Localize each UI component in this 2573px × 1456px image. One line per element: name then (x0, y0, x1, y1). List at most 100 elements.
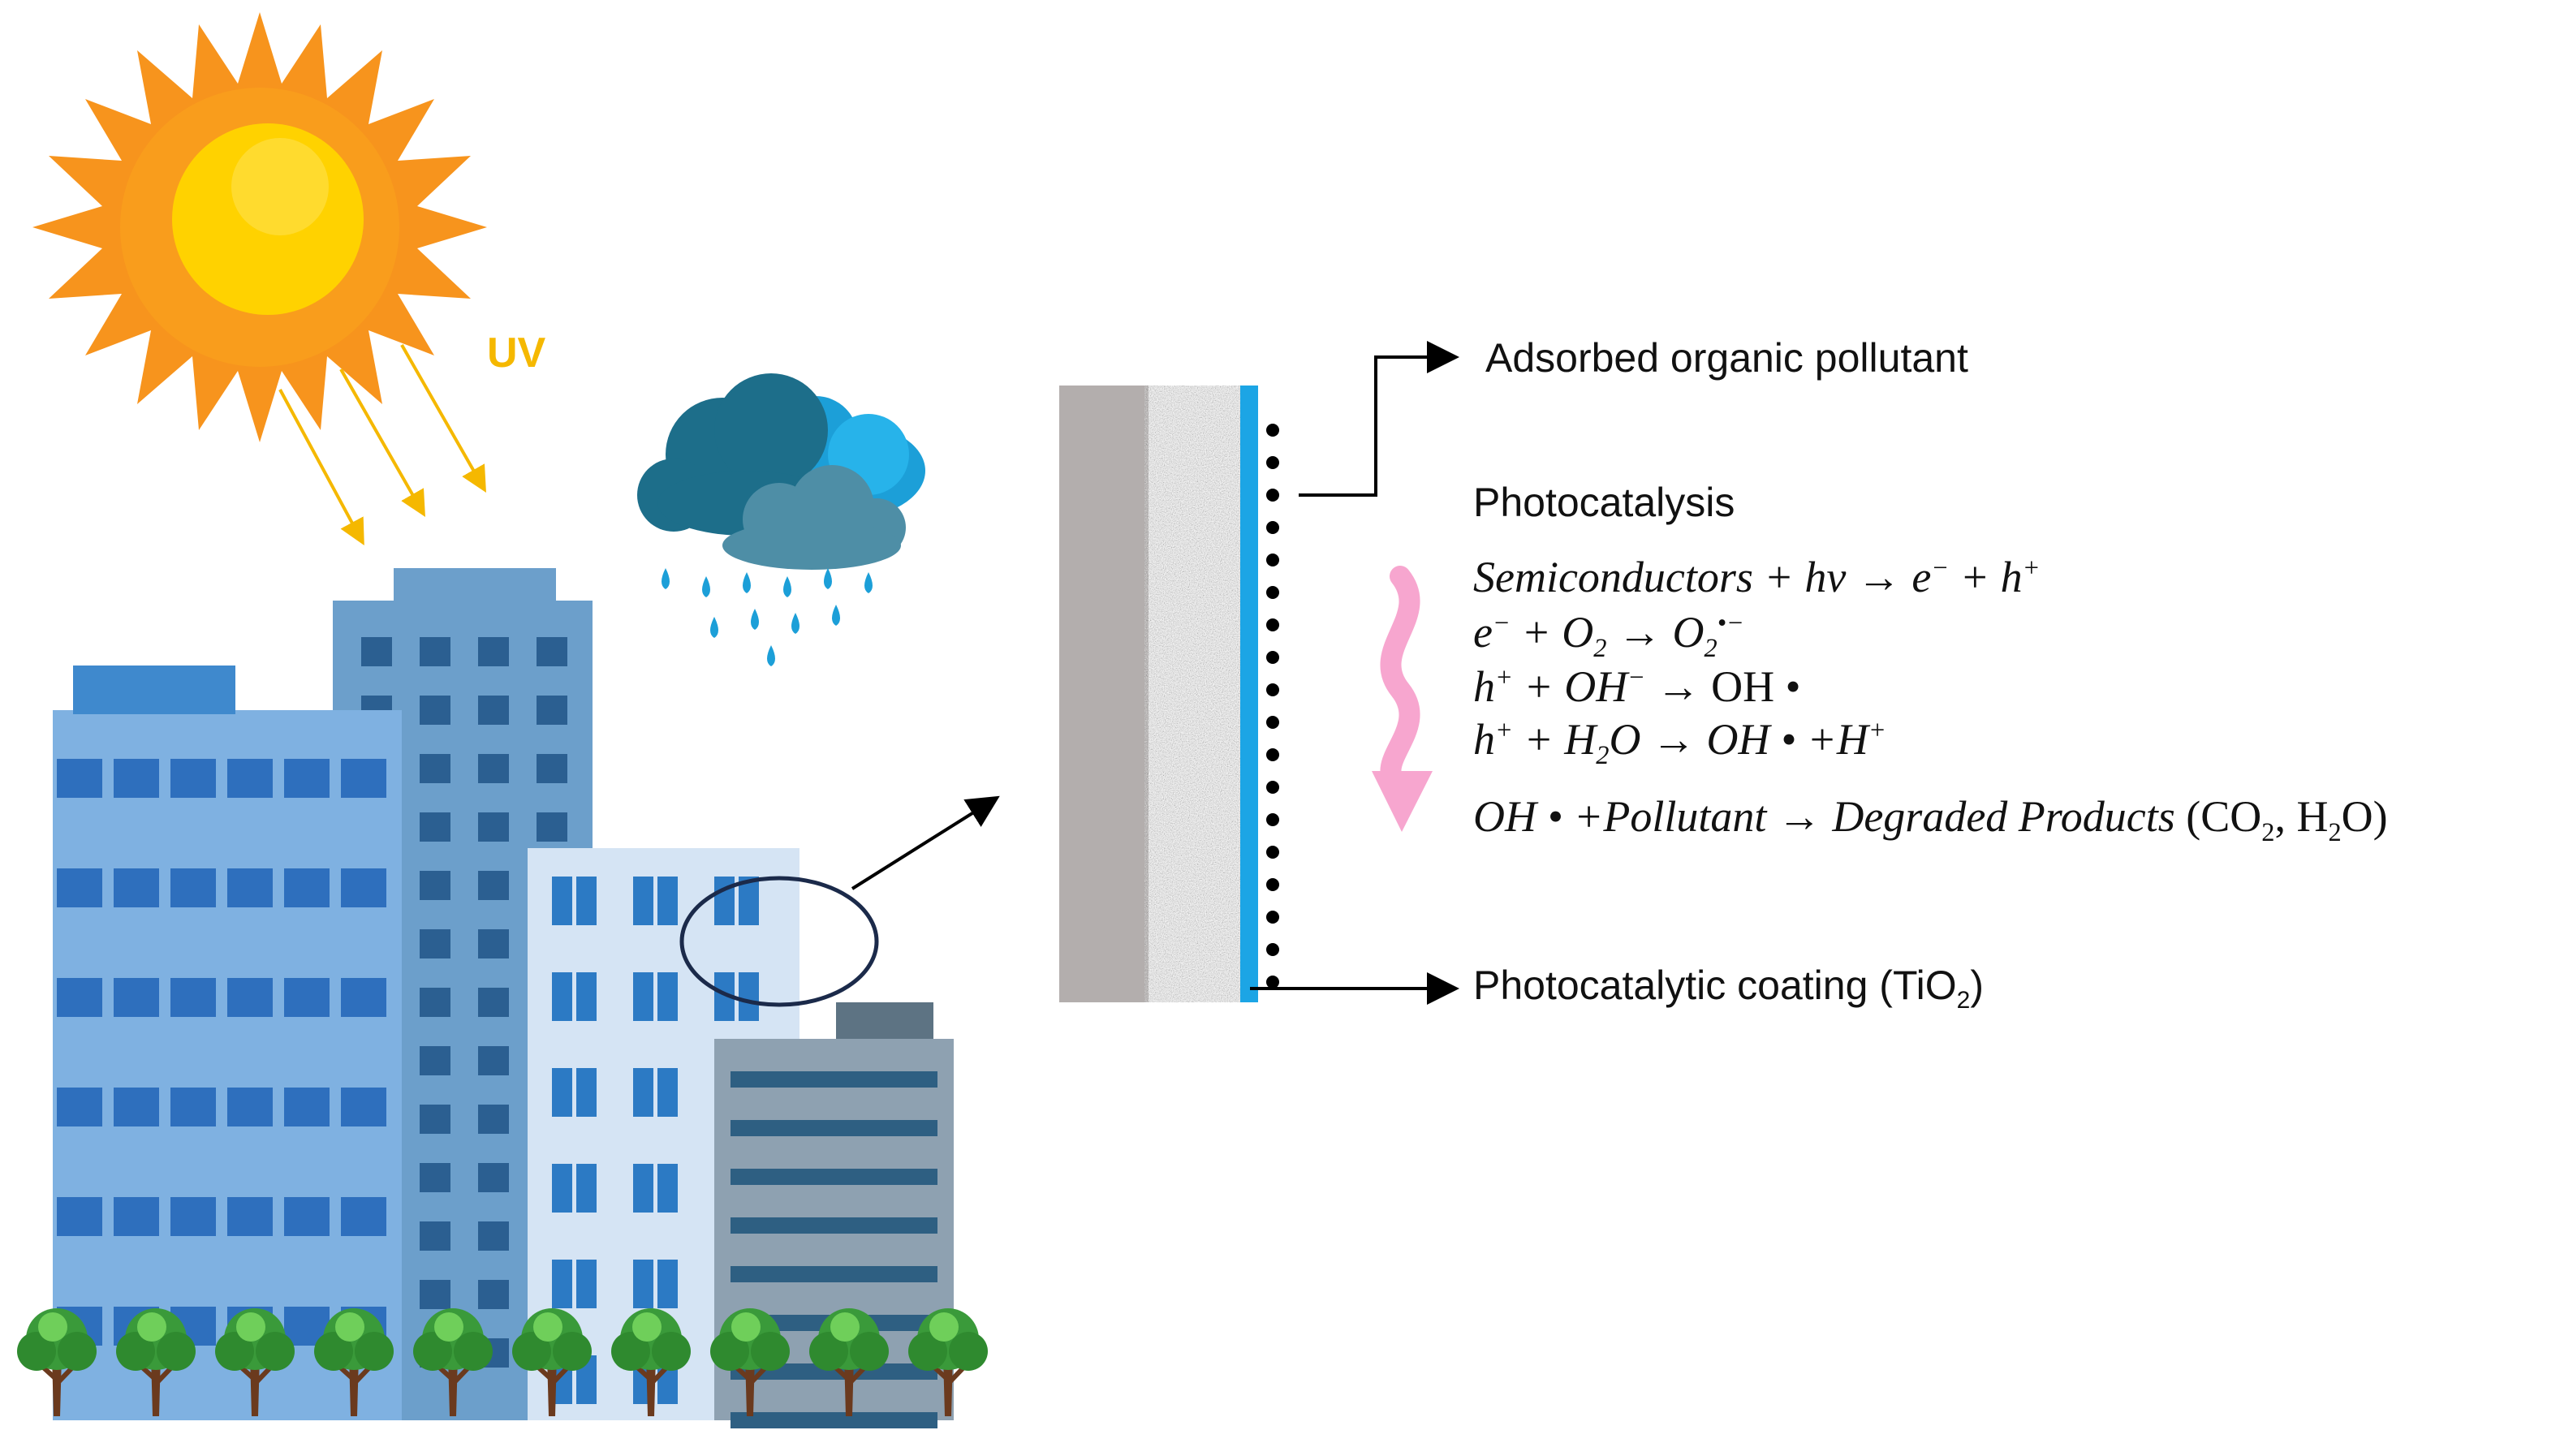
tree-icon (17, 1308, 97, 1416)
tree-icon (512, 1308, 592, 1416)
window (57, 868, 102, 907)
window (478, 871, 509, 900)
window (478, 696, 509, 725)
window (341, 868, 386, 907)
window (284, 759, 330, 798)
window (420, 871, 450, 900)
window (284, 1197, 330, 1236)
window (633, 877, 653, 925)
window (576, 877, 597, 925)
window (227, 978, 273, 1017)
pollutant-dot (1266, 813, 1279, 826)
window (57, 1197, 102, 1236)
pollutant-dots (1266, 424, 1279, 989)
window (227, 1197, 273, 1236)
window (576, 1164, 597, 1213)
pollutant-dot (1266, 521, 1279, 534)
window (576, 972, 597, 1021)
building-front-left (53, 666, 402, 1420)
window (341, 1088, 386, 1126)
photocatalytic-coating-label: Photocatalytic coating (TiO2) (1473, 963, 1984, 1014)
window (478, 1280, 509, 1309)
window (341, 759, 386, 798)
window (114, 1088, 159, 1126)
window (114, 978, 159, 1017)
equation-4: h+ + H2O → OH • +H+ (1473, 715, 1886, 770)
window-strip (731, 1120, 937, 1136)
window (227, 1088, 273, 1126)
sun-icon (32, 12, 487, 442)
pollutant-dot (1266, 846, 1279, 859)
window (576, 1068, 597, 1117)
tree-icon (908, 1308, 988, 1416)
tree-row (17, 1308, 988, 1416)
window (537, 754, 567, 783)
window (227, 868, 273, 907)
window (552, 1260, 572, 1308)
window (478, 754, 509, 783)
equation-3: h+ + OH− → OH • (1473, 662, 1801, 711)
adsorbed-pollutant-label: Adsorbed organic pollutant (1485, 335, 1968, 381)
equation-2: e− + O2 → O2•− (1473, 608, 1744, 663)
equation-1: Semiconductors + hv → e− + h+ (1473, 553, 2041, 601)
window (633, 1260, 653, 1308)
rain-cloud-icon (637, 373, 925, 666)
window (170, 978, 216, 1017)
window (420, 754, 450, 783)
window (341, 1197, 386, 1236)
city-buildings (53, 568, 954, 1428)
window-strip (731, 1071, 937, 1088)
tree-icon (611, 1308, 691, 1416)
pollutant-dot (1266, 781, 1279, 794)
window (714, 877, 735, 925)
window (478, 1221, 509, 1251)
window (552, 972, 572, 1021)
substrate-layer (1059, 386, 1149, 1002)
uv-label: UV (487, 330, 546, 377)
pollutant-dot (1266, 878, 1279, 891)
window (552, 1068, 572, 1117)
window (537, 696, 567, 725)
pollutant-dot (1266, 424, 1279, 437)
window (657, 1068, 678, 1117)
window (633, 972, 653, 1021)
window-strip (731, 1266, 937, 1282)
window (341, 978, 386, 1017)
window (537, 812, 567, 842)
window (537, 637, 567, 666)
window (478, 929, 509, 958)
window (170, 1088, 216, 1126)
reaction-flow-arrow (1372, 566, 1433, 832)
window-strip (731, 1169, 937, 1185)
window (361, 637, 392, 666)
window (420, 696, 450, 725)
pollutant-dot (1266, 911, 1279, 924)
tree-icon (215, 1308, 295, 1416)
window (552, 877, 572, 925)
pollutant-dot (1266, 943, 1279, 956)
window (420, 929, 450, 958)
pollutant-dot (1266, 554, 1279, 566)
window (114, 1197, 159, 1236)
tree-icon (314, 1308, 394, 1416)
pollutant-dot (1266, 489, 1279, 502)
window (657, 877, 678, 925)
pollutant-dot (1266, 716, 1279, 729)
tio2-coating-layer (1240, 386, 1258, 1002)
window (284, 978, 330, 1017)
pollutant-dot (1266, 586, 1279, 599)
window (657, 972, 678, 1021)
window (420, 1105, 450, 1134)
window (420, 1280, 450, 1309)
window (114, 759, 159, 798)
window (57, 759, 102, 798)
equation-5: OH • +Pollutant → Degraded Products (CO2… (1473, 792, 2388, 847)
concrete-layer (1144, 386, 1242, 1002)
coating-cross-section (1059, 386, 1279, 1002)
window (420, 1163, 450, 1192)
window (657, 1260, 678, 1308)
window (420, 637, 450, 666)
window (420, 1221, 450, 1251)
pollutant-dot (1266, 651, 1279, 664)
